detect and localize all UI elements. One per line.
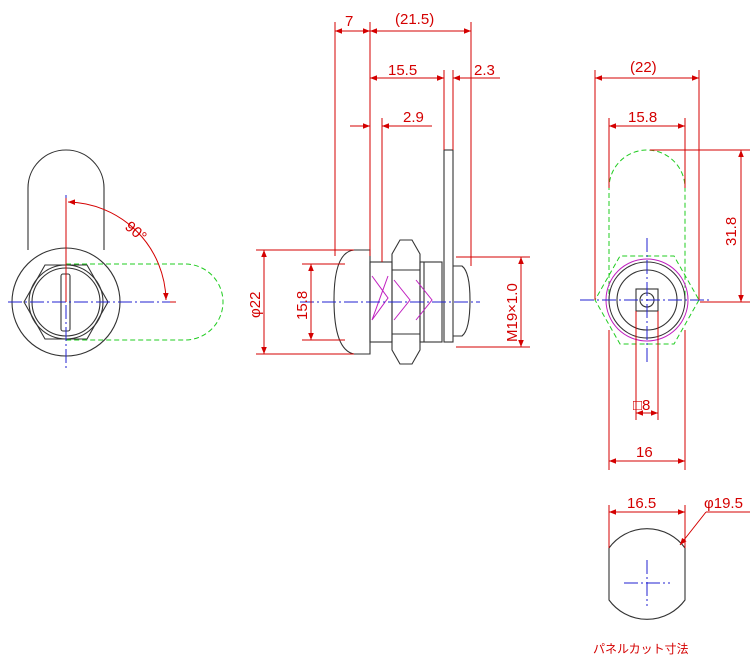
rear-view: (22) 15.8 31.8 □8 16 bbox=[580, 59, 750, 470]
dim-cut-flat: 16.5 bbox=[627, 495, 656, 512]
panel-cutout: 16.5 φ19.5 パネルカット寸法 bbox=[593, 495, 750, 656]
face-cap bbox=[333, 249, 371, 355]
front-view: 90° bbox=[8, 149, 224, 368]
thread-hatch bbox=[371, 275, 389, 321]
panel-cut-label: パネルカット寸法 bbox=[593, 642, 689, 656]
dim-cut-dia: φ19.5 bbox=[704, 495, 743, 512]
cut-dia-leader bbox=[679, 511, 707, 546]
dim-square: □8 bbox=[633, 397, 650, 414]
dim-flange: 7 bbox=[345, 13, 353, 30]
cutout-outline bbox=[608, 528, 686, 620]
dim-hex: 16 bbox=[636, 444, 653, 461]
dim-overall: (21.5) bbox=[395, 11, 434, 28]
dim-cam-width: (22) bbox=[630, 59, 657, 76]
dim-thread: M19×1.0 bbox=[504, 283, 521, 342]
dim-cam-len: 31.8 bbox=[723, 217, 740, 246]
dim-face-dia: φ22 bbox=[247, 292, 264, 318]
dim-cam-inner: 15.8 bbox=[628, 109, 657, 126]
dim-step: 2.9 bbox=[403, 109, 424, 126]
rear-boss bbox=[453, 265, 471, 337]
side-nut bbox=[391, 239, 421, 365]
cam-plate bbox=[443, 149, 454, 343]
dim-thread-len: 15.5 bbox=[388, 62, 417, 79]
cam-outline bbox=[27, 149, 105, 250]
dim-face-width: 15.8 bbox=[294, 291, 311, 320]
rear-cam-phantom bbox=[608, 149, 686, 302]
cam-phantom bbox=[66, 263, 224, 341]
dim-cam-thk: 2.3 bbox=[474, 62, 495, 79]
angle-arc bbox=[67, 199, 169, 301]
side-view: 7 (21.5) 15.5 2.3 2.9 φ22 15.8 M19×1.0 bbox=[247, 11, 530, 365]
